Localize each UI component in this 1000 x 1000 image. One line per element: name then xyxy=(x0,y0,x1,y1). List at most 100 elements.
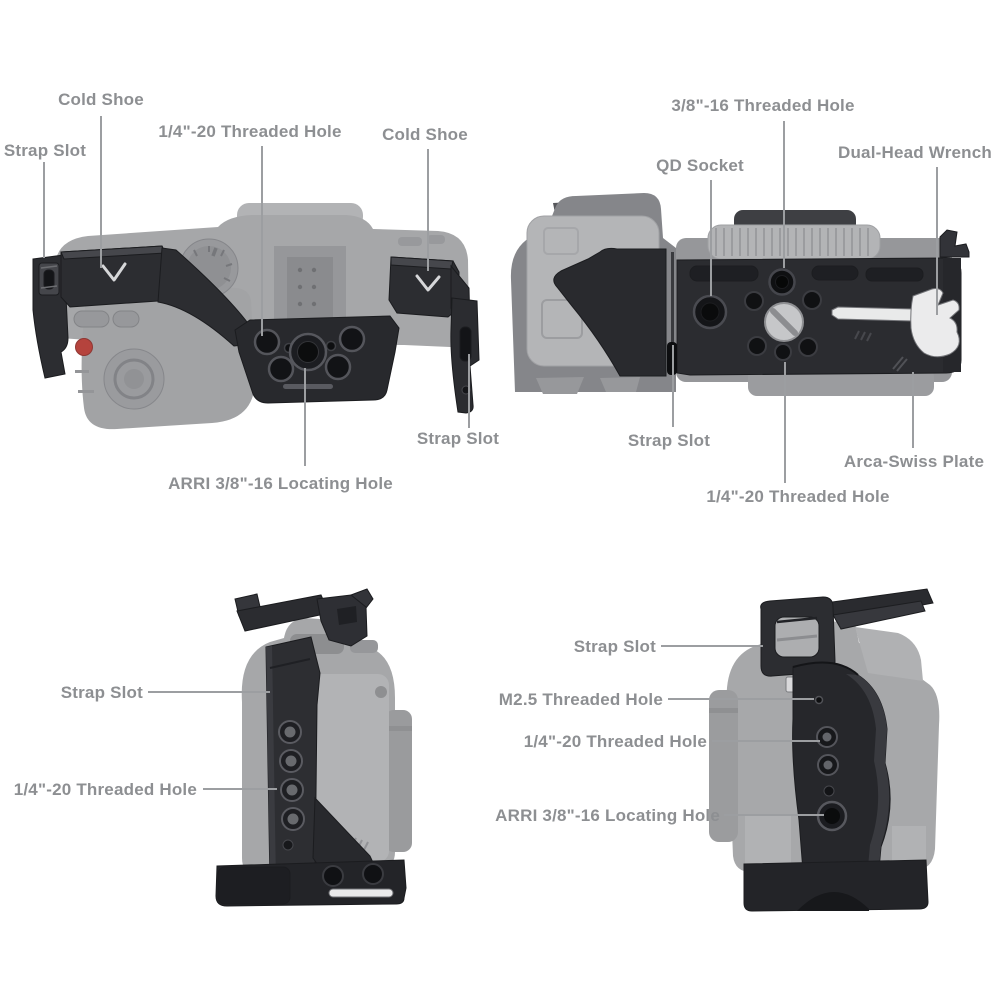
leader-line-bl-strap-slot xyxy=(148,691,270,693)
hot-shoe-plate xyxy=(287,257,333,323)
bottom-view-illustration xyxy=(510,193,970,396)
plate-engraving xyxy=(283,384,333,389)
callout-dual-head-wrench: Dual-Head Wrench xyxy=(837,143,993,162)
callout-strap-slot-bottom: Strap Slot xyxy=(416,429,500,448)
grip-pill-button xyxy=(73,310,110,328)
leader-line-tl-quarter20 xyxy=(261,146,263,336)
plate-groove xyxy=(865,267,924,282)
leader-line-br-strap-slot xyxy=(661,645,763,647)
control-dial-ring xyxy=(113,358,155,400)
screw-slot xyxy=(770,308,798,336)
leader-line-br-arri-locating xyxy=(724,814,824,816)
grip-pill-button xyxy=(112,310,140,328)
cage-bottom-view-parts xyxy=(553,229,970,377)
hole-center xyxy=(284,726,296,738)
pin-hole xyxy=(325,340,337,352)
callout-arri-locating: ARRI 3/8"-16 Locating Hole xyxy=(168,474,393,493)
body-bottom-bump xyxy=(748,368,934,396)
arri-locating-hole-center xyxy=(824,808,840,824)
lens-ring xyxy=(707,224,881,260)
leader-line-tl-cold-shoe-left xyxy=(100,116,102,268)
pin-hole xyxy=(282,839,294,851)
callout-threaded-38: 3/8"-16 Threaded Hole xyxy=(671,96,855,115)
leader-line-bl-quarter20 xyxy=(203,788,277,790)
qd-socket-center xyxy=(700,302,720,322)
callout-quarter20-bl: 1/4"-20 Threaded Hole xyxy=(13,780,197,799)
lens-barrel xyxy=(385,710,412,852)
record-button xyxy=(75,338,93,356)
arca-edge-marks xyxy=(892,356,908,372)
callout-arri-locating-br: ARRI 3/8"-16 Locating Hole xyxy=(495,806,720,825)
cage-top-view-parts xyxy=(32,245,480,414)
plate-seam xyxy=(671,252,674,342)
cold-shoe-arrow-icon xyxy=(415,274,441,292)
baseplate-hole xyxy=(322,865,344,887)
hole-center xyxy=(287,813,299,825)
shoulder-button xyxy=(427,235,445,244)
strap-lug xyxy=(375,686,387,698)
baseplate-arch xyxy=(797,891,869,911)
grip-marking xyxy=(78,390,94,393)
leader-line-tl-strap-slot-bottom xyxy=(468,354,470,428)
plate-hash-marks xyxy=(854,330,872,342)
grip-highlight xyxy=(846,674,890,867)
wrench-blade xyxy=(831,306,914,322)
leader-line-tr-strap-slot xyxy=(672,345,674,427)
top-dial xyxy=(350,640,378,653)
leader-line-tr-threaded-38 xyxy=(783,121,785,268)
hole-center xyxy=(823,760,833,770)
callout-strap-slot-left: Strap Slot xyxy=(3,141,87,160)
leader-line-tr-dual-head-wrench xyxy=(936,167,938,315)
grip-top-edge xyxy=(792,661,859,676)
quarter20-threaded-hole xyxy=(324,353,352,381)
plate-groove xyxy=(689,265,759,282)
control-dial-center xyxy=(124,369,144,389)
body-panel xyxy=(745,816,791,870)
grip-side-view-illustration xyxy=(709,588,940,912)
callout-qd-socket: QD Socket xyxy=(656,156,744,175)
callout-quarter20-br: 1/4"-20 Threaded Hole xyxy=(523,732,707,751)
callout-m25: M2.5 Threaded Hole xyxy=(498,690,663,709)
arri-locating-hole-center xyxy=(297,341,319,363)
battery-door-detail xyxy=(543,227,579,255)
strap-slot-lines xyxy=(40,265,58,289)
m25-threaded-hole xyxy=(814,695,824,705)
pin-hole xyxy=(823,785,835,797)
callout-quarter20-top: 1/4"-20 Threaded Hole xyxy=(158,122,342,141)
threaded-hole-38-center xyxy=(775,275,789,289)
clamp-notch xyxy=(337,606,357,625)
hole-center xyxy=(822,732,832,742)
right-bracket-fork xyxy=(939,229,970,258)
lens-barrel xyxy=(709,690,738,842)
left-side-view-illustration xyxy=(215,588,412,907)
quarter20-threaded-hole xyxy=(253,328,281,356)
callout-strap-slot-tr: Strap Slot xyxy=(627,431,711,450)
shoulder-button xyxy=(398,237,422,246)
leader-line-tr-quarter20 xyxy=(784,362,786,483)
callout-arca-swiss: Arca-Swiss Plate xyxy=(843,452,985,471)
leader-line-br-quarter20 xyxy=(712,740,820,742)
callout-quarter20-tr: 1/4"-20 Threaded Hole xyxy=(706,487,890,506)
cage-grip-side-parts xyxy=(743,588,934,912)
mode-dial-ticks xyxy=(185,246,233,282)
plate-hex-holes xyxy=(744,290,822,361)
baseplate-left-arm xyxy=(553,247,667,377)
lens-barrel-ring xyxy=(385,726,412,731)
cage-baseplate xyxy=(743,859,929,912)
lens-ring-ticks xyxy=(715,228,869,256)
callout-strap-slot-bl: Strap Slot xyxy=(60,683,143,702)
callout-strap-slot-br: Strap Slot xyxy=(573,637,656,656)
cage-left-side-parts xyxy=(215,588,407,907)
leader-line-tl-strap-slot-left xyxy=(43,162,45,258)
callout-cold-shoe-right: Cold Shoe xyxy=(382,125,468,144)
dual-head-wrench xyxy=(910,288,960,358)
rail-seam xyxy=(269,658,311,669)
leader-line-br-m25 xyxy=(668,698,814,700)
quarter20-threaded-hole xyxy=(267,355,295,383)
tilted-top-plate-layer xyxy=(832,600,926,630)
body-foot xyxy=(600,377,640,392)
quarter20-threaded-hole xyxy=(774,343,792,361)
hole-center xyxy=(285,755,297,767)
top-hump xyxy=(855,627,923,681)
